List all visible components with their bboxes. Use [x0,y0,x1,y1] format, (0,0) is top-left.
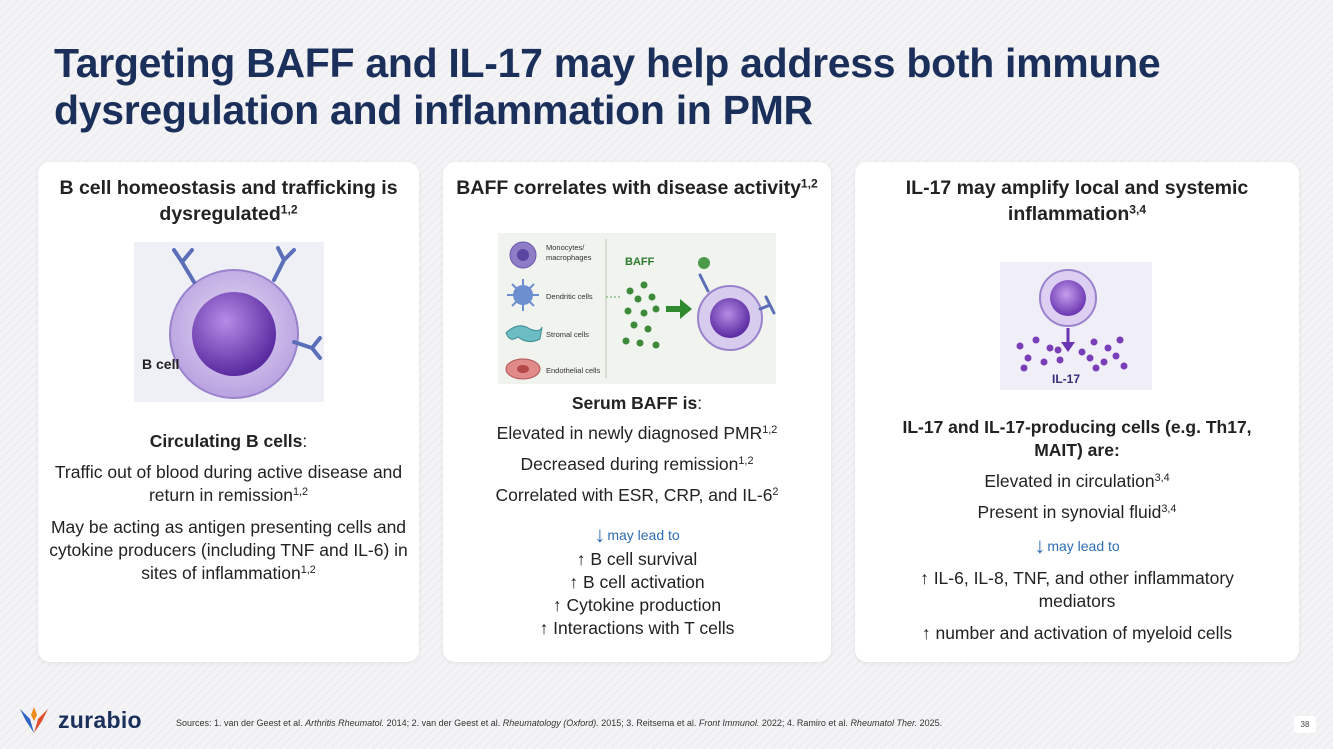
card-heading: Serum BAFF is: [571,393,703,413]
dendritic-label: Dendritic cells [546,292,593,301]
list-item: Traffic out of blood during active disea… [54,462,403,505]
outcome-item: ↑ number and activation of myeloid cells [921,623,1233,643]
baff-label: BAFF [625,256,655,268]
outcome-item: ↑ IL-6, IL-8, TNF, and other inflammator… [920,568,1234,611]
zurabio-logo: zurabio [18,705,142,735]
card-heading: IL-17 and IL-17-producing cells (e.g. Th… [902,417,1252,460]
monocytes-label: Monocytes/ [546,243,585,252]
list-item: Correlated with ESR, CRP, and IL-62 [495,485,779,505]
endothelial-label: Endothelial cells [546,366,600,375]
down-arrow-icon: ↓ [1034,533,1046,558]
svg-text:macrophages: macrophages [546,253,592,262]
down-arrow-icon: ↓ [594,522,606,547]
card-baff: BAFF correlates with disease activity1,2… [443,162,831,662]
list-item: Elevated in circulation3,4 [984,471,1170,491]
zurabio-mark-icon [20,707,48,733]
outcome-item: ↑ B cell activation [569,572,705,592]
outcome-item: ↑ Cytokine production [552,595,722,615]
may-lead-to-note: ↓may lead to [1034,533,1120,558]
card-title: IL-17 may amplify local and systemic inf… [905,177,1249,225]
list-item: Present in synovial fluid3,4 [977,502,1177,522]
card-il17: IL-17 may amplify local and systemic inf… [855,162,1299,662]
outcome-item: ↑ B cell survival [576,549,698,569]
stromal-label: Stromal cells [546,330,589,339]
sources-footnote: Sources: 1. van der Geest et al. Arthrit… [176,718,943,728]
slide-title: Targeting BAFF and IL-17 may help addres… [54,40,1161,133]
may-lead-to-note: ↓may lead to [594,522,680,547]
logo-text: zurabio [58,706,142,733]
b-cell-illustration: B cell [134,242,324,402]
card-b-cell: B cell homeostasis and trafficking is dy… [38,162,419,662]
card-title: B cell homeostasis and trafficking is dy… [59,177,398,225]
page-number: 38 [1294,716,1316,733]
card-title: BAFF correlates with disease activity1,2 [456,176,818,199]
il17-illustration: IL-17 [1000,262,1152,390]
baff-illustration: Monocytes/ macrophages Dendritic cells S… [498,233,776,384]
card-heading: Circulating B cells: [149,431,308,451]
il17-label: IL-17 [1052,372,1080,386]
list-item: Decreased during remission1,2 [520,454,754,474]
list-item: Elevated in newly diagnosed PMR1,2 [496,423,778,443]
b-cell-label: B cell [142,356,179,372]
outcome-item: ↑ Interactions with T cells [539,618,735,638]
list-item: May be acting as antigen presenting cell… [49,517,408,583]
